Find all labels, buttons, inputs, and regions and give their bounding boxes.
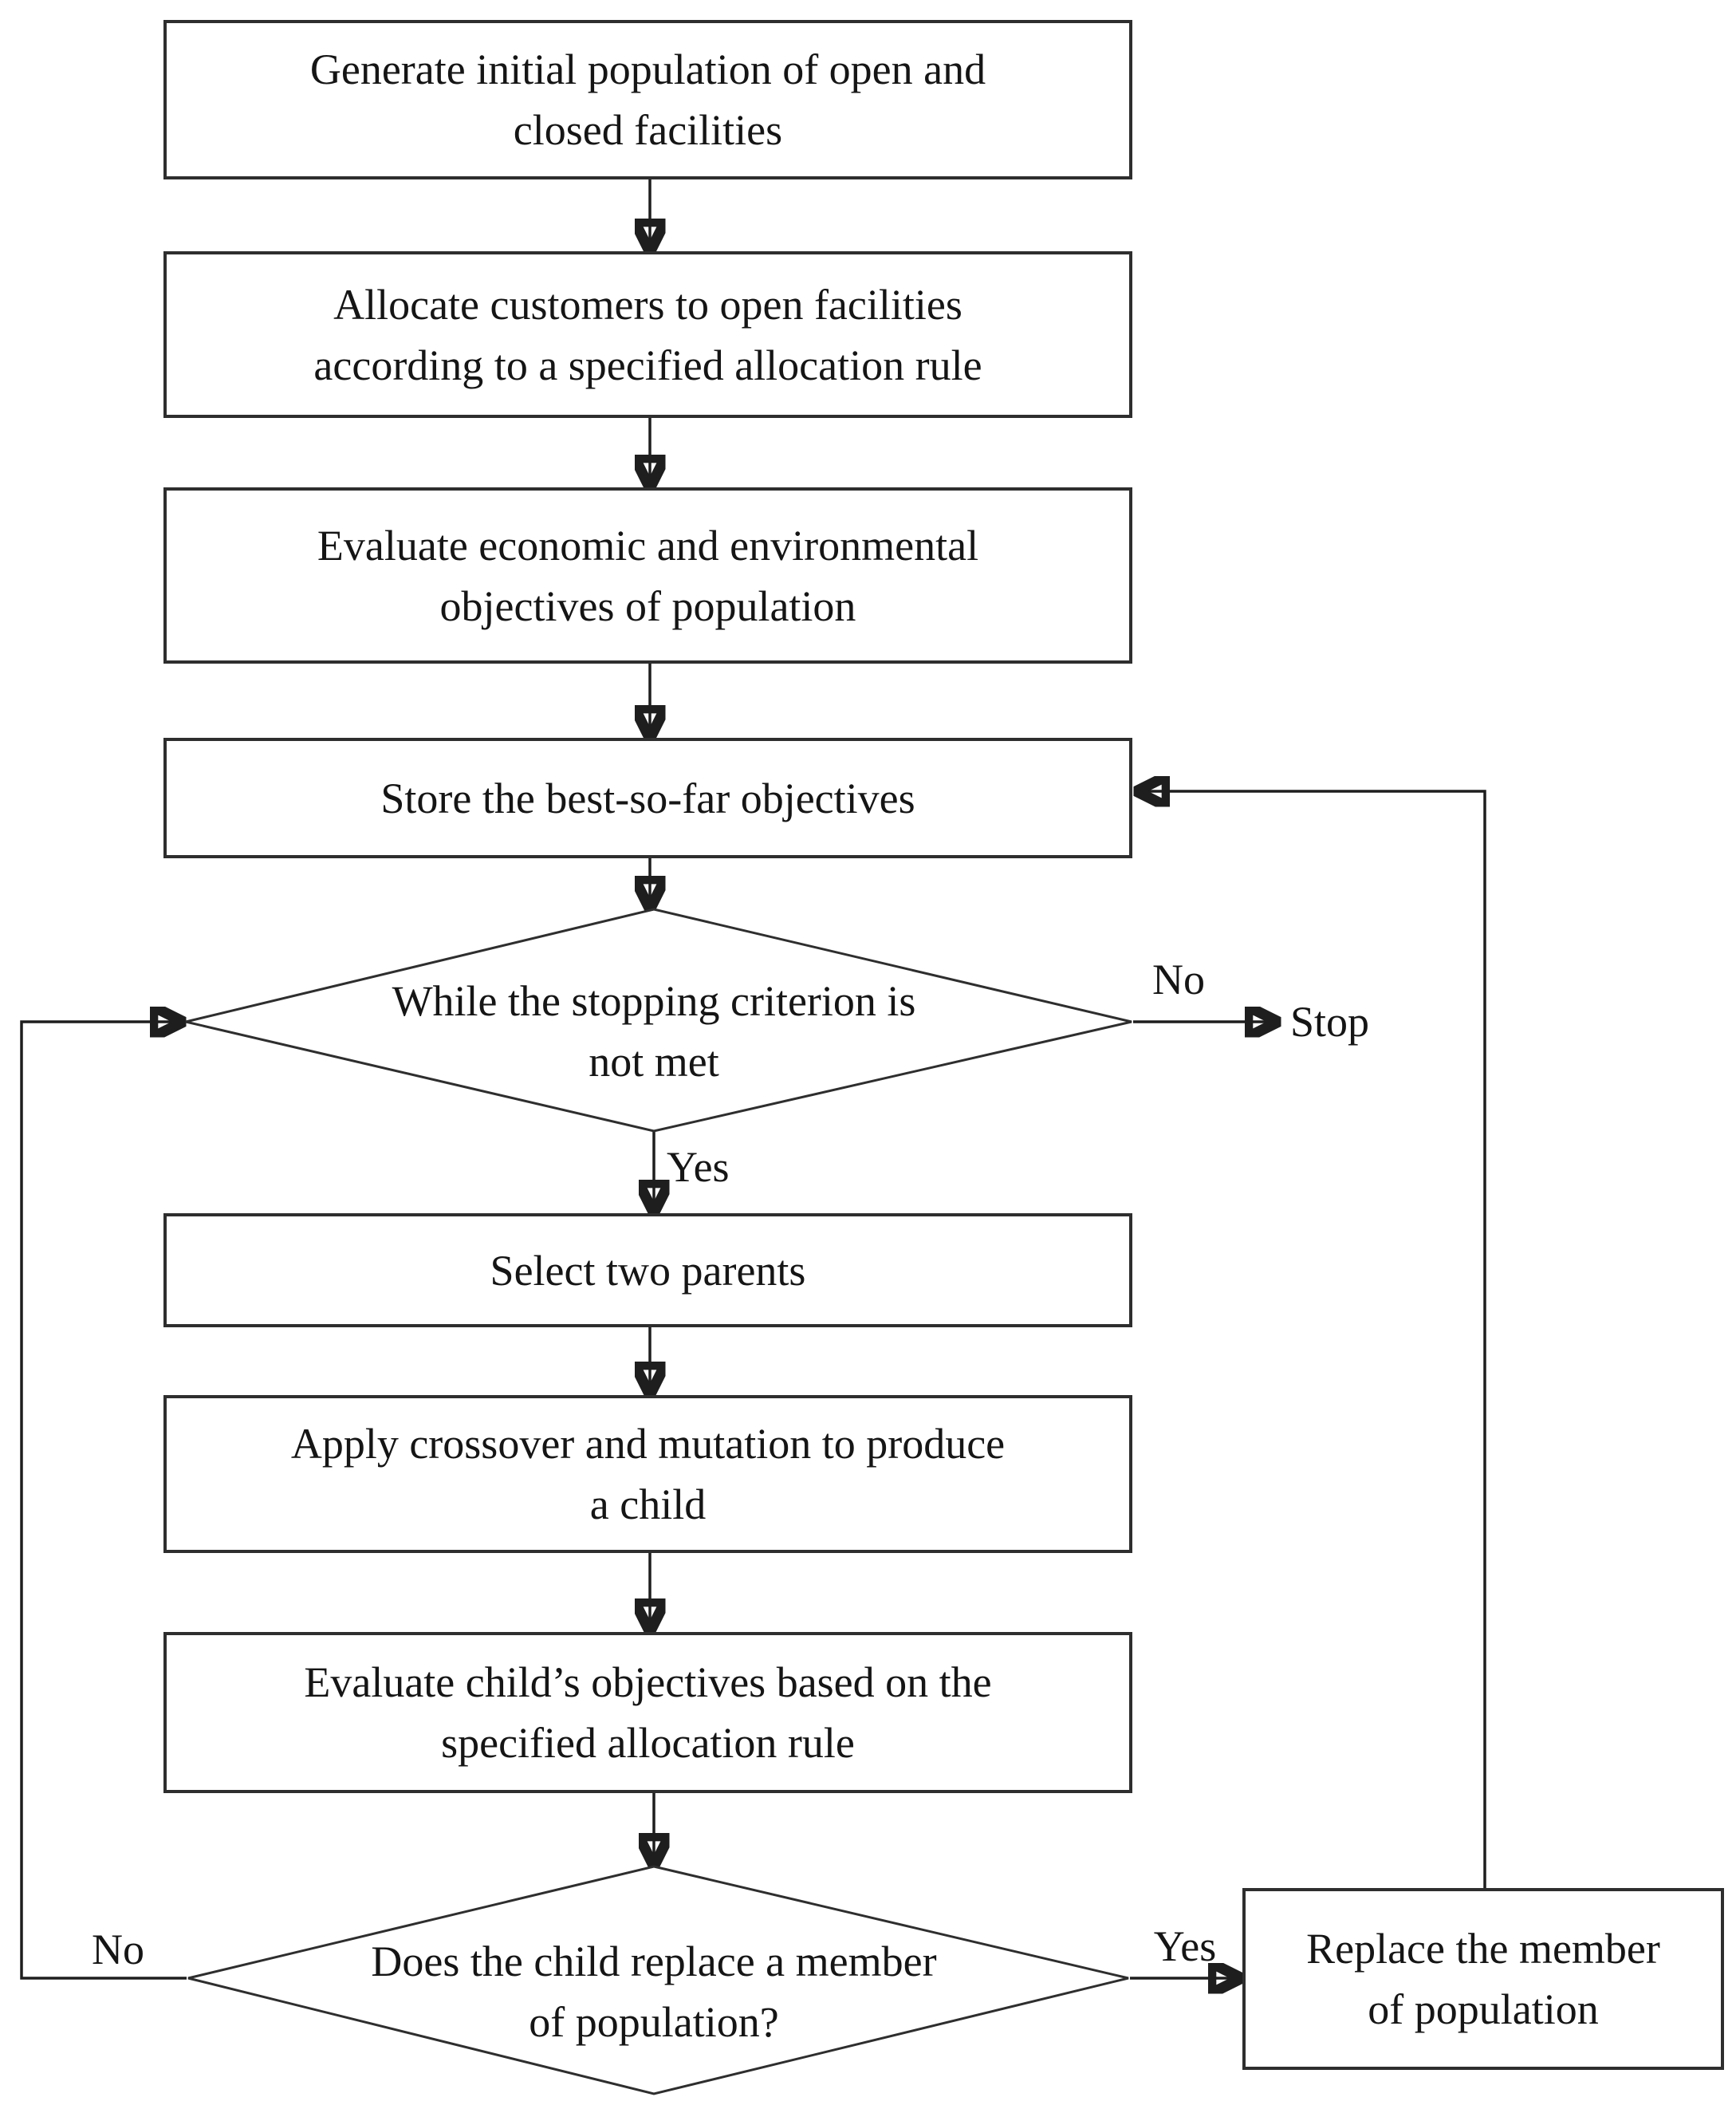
node-generate-population: Generate initial population of open and … xyxy=(163,20,1132,179)
label-replace-yes: Yes xyxy=(1153,1922,1217,1970)
label-replace-no: No xyxy=(92,1926,144,1973)
decision-replace-member-shape xyxy=(187,1865,1129,2095)
node-evaluate-population: Evaluate economic and environmental obje… xyxy=(163,487,1132,664)
node-allocate-customers-label: Allocate customers to open facilities ac… xyxy=(313,280,982,389)
node-allocate-customers: Allocate customers to open facilities ac… xyxy=(163,251,1132,418)
node-replace-member-label: Replace the member of population xyxy=(1306,1925,1660,2033)
node-select-parents-label: Select two parents xyxy=(490,1246,806,1295)
node-evaluate-child: Evaluate child’s objectives based on the… xyxy=(163,1632,1132,1793)
arrow-replace-no-to-stopping-loop xyxy=(20,1022,187,1980)
label-stop: Stop xyxy=(1290,998,1370,1046)
node-store-best: Store the best-so-far objectives xyxy=(163,738,1132,858)
arrow-replace-member-to-store-loop xyxy=(1139,791,1486,1888)
node-crossover-mutation-label: Apply crossover and mutation to produce … xyxy=(290,1420,1006,1528)
node-crossover-mutation: Apply crossover and mutation to produce … xyxy=(163,1395,1132,1553)
label-stopping-no: No xyxy=(1152,956,1205,1003)
node-select-parents: Select two parents xyxy=(163,1213,1132,1327)
node-replace-member: Replace the member of population xyxy=(1242,1888,1724,2070)
node-evaluate-child-label: Evaluate child’s objectives based on the… xyxy=(304,1658,992,1767)
label-stopping-yes: Yes xyxy=(667,1143,730,1191)
decision-stopping-criterion-shape xyxy=(185,908,1132,1133)
node-store-best-label: Store the best-so-far objectives xyxy=(380,774,915,822)
node-evaluate-population-label: Evaluate economic and environmental obje… xyxy=(317,521,979,630)
node-generate-population-label: Generate initial population of open and … xyxy=(309,45,986,154)
